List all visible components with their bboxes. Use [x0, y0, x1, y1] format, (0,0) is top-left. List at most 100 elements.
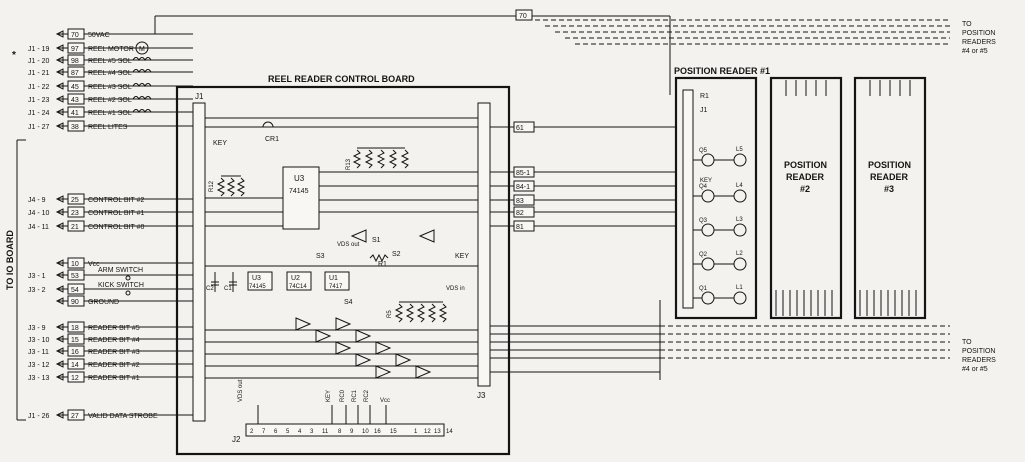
j2-pin-number: 2 — [250, 429, 254, 435]
cr1-label: CR1 — [265, 136, 279, 143]
j2-pin-number: 9 — [350, 429, 354, 435]
wire-number: 43 — [71, 97, 79, 104]
j3-output-row: 85-1 — [490, 166, 676, 178]
arrow-left-icon — [55, 208, 64, 216]
wire-number: 45 — [71, 84, 79, 91]
kick-switch-label: KICK SWITCH — [98, 282, 144, 289]
wire-pin-label: J3 - 11 — [28, 349, 49, 356]
reader-pin-group — [775, 80, 917, 316]
arrow-left-icon — [55, 44, 64, 52]
arrow-left-icon — [55, 297, 64, 305]
arrow-left-icon — [55, 108, 64, 116]
arrow-left-icon — [55, 68, 64, 76]
j1-label: J1 — [195, 92, 204, 101]
j1-connector — [192, 102, 206, 422]
pr1-stage: Q1 L1 — [693, 285, 747, 305]
transistor-label: Q1 — [699, 286, 708, 292]
j3-output-row: 84-1 — [490, 180, 676, 192]
wire-pin-label: J1 - 26 — [28, 413, 50, 420]
j2-pin-number: 13 — [434, 429, 441, 435]
j3-output-tag — [513, 180, 535, 192]
wire-number-tag — [67, 371, 85, 383]
u2-ref: U2 — [291, 275, 300, 282]
j2-label: J2 — [232, 435, 241, 444]
arrow-left-icon — [55, 95, 64, 103]
j3-output-number: 82 — [516, 210, 524, 217]
reel-motor-icon — [135, 41, 149, 55]
j2-connector — [245, 423, 445, 437]
inverter-s2-icon — [418, 229, 435, 243]
s1-label: S1 — [372, 237, 381, 244]
u2-part: 74C14 — [289, 284, 307, 290]
wire-number: 16 — [71, 349, 79, 356]
to-readers-bottom-4: #4 or #5 — [962, 366, 988, 373]
position-reader-2-outline — [769, 76, 843, 320]
wire-number-tag — [67, 295, 85, 307]
u3-ref: U3 — [294, 174, 305, 183]
to-readers-top-1: TO — [962, 21, 972, 28]
wire-number: 98 — [71, 58, 79, 65]
wire-pin-label: J1 - 24 — [28, 110, 50, 117]
to-readers-top-2: POSITION — [962, 30, 995, 37]
position-reader-3-line1: POSITION — [868, 160, 911, 170]
wire-number: 87 — [71, 70, 79, 77]
inverter-ladder-icon — [295, 317, 432, 379]
wire-label: CONTROL BIT #1 — [88, 210, 145, 217]
j3-output-row: 61 — [490, 121, 676, 133]
j2-pin-number: 14 — [446, 429, 453, 435]
wire-label: CONTROL BIT #0 — [88, 224, 145, 231]
r1-resistor-icon — [369, 253, 389, 263]
lamp-label: L2 — [736, 251, 743, 257]
wire-number: 18 — [71, 325, 79, 332]
j3-output-tag — [513, 220, 535, 232]
wire-number: 41 — [71, 110, 79, 117]
wire-number-tag — [67, 54, 85, 66]
asterisk-note: * — [12, 50, 16, 61]
wire-label: REEL MOTOR — [88, 46, 134, 53]
vds-in-label: VDS in — [446, 286, 465, 292]
to-readers-top-3: READERS — [962, 39, 996, 46]
wire-number: 54 — [71, 287, 79, 294]
u3b-chip — [247, 271, 273, 291]
u3-decoder-chip — [282, 166, 320, 230]
wire-pin-label: J1 - 23 — [28, 97, 50, 104]
wire-number: 14 — [71, 362, 79, 369]
r1-label: R1 — [378, 261, 387, 268]
transistor-label: Q3 — [699, 218, 708, 224]
r12-network-icon — [216, 175, 246, 197]
wire-pin-label: J4 - 10 — [28, 210, 50, 217]
j2-pin-number: 12 — [424, 429, 431, 435]
r13-network-icon — [352, 147, 410, 169]
lamp-icon — [733, 291, 747, 305]
to-readers-bottom-3: READERS — [962, 357, 996, 364]
j3-output-row: 83 — [490, 194, 676, 206]
lamp-label: L1 — [736, 285, 743, 291]
position-reader-2-line2: READER — [786, 172, 825, 182]
wire-number-tag — [67, 269, 85, 281]
r13-label: R13 — [346, 158, 352, 170]
transistor-label: Q5 — [699, 148, 708, 154]
arrow-left-icon — [55, 82, 64, 90]
wire-label: READER BIT #2 — [88, 362, 140, 369]
wire-label: READER BIT #5 — [88, 325, 140, 332]
wire-number-tag — [67, 206, 85, 218]
j2-signal-arrows — [257, 405, 387, 424]
wire-number: 97 — [71, 46, 79, 53]
j3-output-number: 61 — [516, 125, 524, 132]
u1-part: 7417 — [329, 284, 343, 290]
transistor-icon — [701, 257, 715, 271]
cr1-diode-icon — [262, 121, 274, 128]
wire-label: VALID DATA STROBE — [88, 413, 158, 420]
position-reader-3-outline — [853, 76, 927, 320]
wire-number-tag — [67, 409, 85, 421]
